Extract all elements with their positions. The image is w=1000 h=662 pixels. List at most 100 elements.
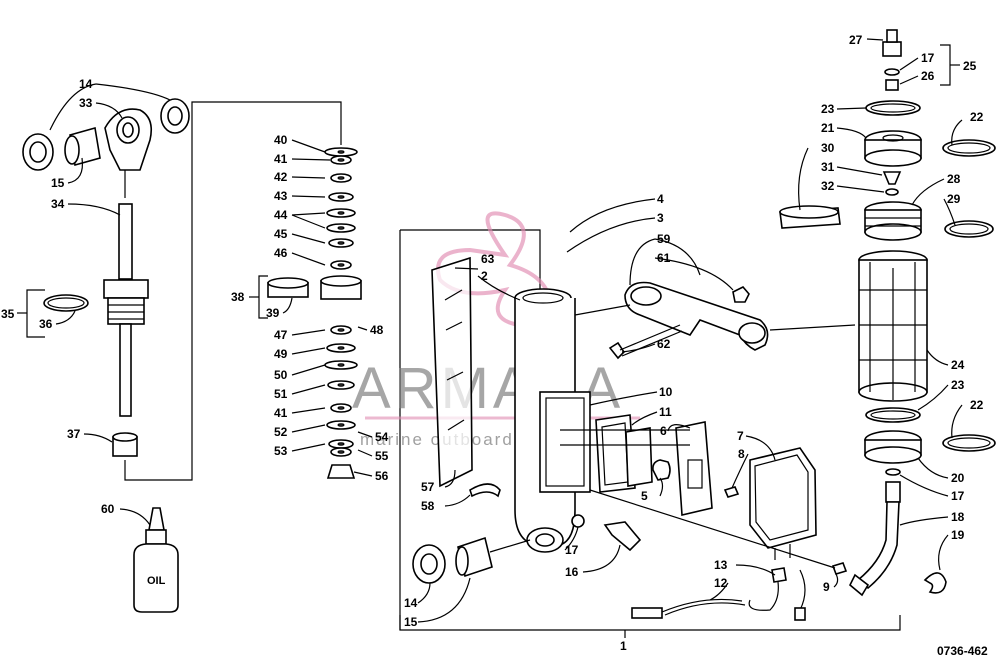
callout-38: 38 (231, 290, 245, 304)
callout-24: 24 (951, 358, 965, 372)
callout-17-bottom: 17 (951, 489, 965, 503)
callout-40: 40 (274, 133, 288, 147)
callout-33: 33 (79, 96, 93, 110)
callout-63: 63 (481, 252, 495, 266)
callout-58: 58 (421, 499, 435, 513)
shim-washer-hole (337, 346, 345, 350)
valve-stack (324, 147, 358, 457)
callout-27: 27 (849, 33, 863, 47)
shim-washer-hole (337, 406, 345, 410)
callout-43: 43 (274, 189, 288, 203)
callout-17: 17 (565, 543, 579, 557)
callout-39: 39 (266, 306, 280, 320)
callout-50: 50 (274, 368, 288, 382)
callout-11: 11 (659, 405, 672, 419)
callout-7: 7 (737, 429, 744, 443)
lower-fittings (412, 483, 642, 584)
callout-18: 18 (951, 510, 965, 524)
shim-washer-hole (337, 328, 345, 332)
callout-14-lower: 14 (404, 596, 418, 610)
callout-36: 36 (39, 317, 53, 331)
callout-17-top: 17 (921, 51, 935, 65)
callout-20: 20 (951, 471, 965, 485)
bottle-label: OIL (147, 575, 166, 587)
callout-34: 34 (51, 197, 65, 211)
shim-washer-hole (337, 150, 345, 154)
callout-21: 21 (821, 121, 835, 135)
clamp-bracket (574, 281, 856, 360)
valve-piston (267, 275, 362, 479)
callout-28: 28 (947, 172, 961, 186)
callout-labels: 14 33 15 34 35 36 37 60 40 41 42 43 44 4… (1, 33, 984, 653)
shim-washer-hole (337, 241, 345, 245)
shim-washer-hole (337, 195, 345, 199)
callout-54: 54 (375, 430, 389, 444)
shim-washer-hole (337, 450, 345, 454)
oil-bottle: OIL (133, 507, 179, 613)
shim-washer-hole (337, 176, 345, 180)
callout-44: 44 (274, 208, 288, 222)
callout-15: 15 (51, 176, 65, 190)
callout-14: 14 (79, 77, 93, 91)
callout-19: 19 (951, 528, 965, 542)
main-housing (514, 288, 591, 553)
callout-32: 32 (821, 179, 835, 193)
callout-8: 8 (738, 447, 745, 461)
shim-washer-hole (337, 363, 345, 367)
callout-31: 31 (821, 160, 835, 174)
callout-26: 26 (921, 69, 935, 83)
shim-washer-hole (337, 211, 345, 215)
shim-washer-hole (337, 442, 345, 446)
wiring-harness (631, 567, 806, 621)
callout-30: 30 (821, 141, 835, 155)
callout-1: 1 (620, 639, 627, 653)
decal-sticker (431, 256, 473, 488)
callout-16: 16 (565, 565, 579, 579)
callout-15-lower: 15 (404, 615, 418, 629)
callout-6: 6 (660, 424, 667, 438)
callout-2: 2 (481, 269, 488, 283)
callout-12: 12 (714, 576, 728, 590)
callout-52: 52 (274, 425, 288, 439)
callout-5: 5 (641, 489, 648, 503)
callout-41: 41 (274, 152, 288, 166)
callout-22: 22 (970, 110, 984, 124)
callout-60: 60 (101, 502, 115, 516)
callout-35: 35 (1, 307, 15, 321)
callout-48: 48 (370, 323, 384, 337)
callout-57: 57 (421, 480, 435, 494)
diagram-reference-number: 0736-462 (937, 644, 988, 658)
callout-49: 49 (274, 347, 288, 361)
group-brackets (17, 44, 960, 638)
callout-29: 29 (947, 192, 961, 206)
watermark-logo: ARMADA marine outboards (352, 211, 640, 449)
gaskets-covers (560, 414, 848, 575)
shim-washer-hole (337, 383, 345, 387)
callout-10: 10 (659, 385, 673, 399)
callout-46: 46 (274, 246, 288, 260)
callout-25: 25 (963, 59, 977, 73)
callout-51: 51 (274, 387, 288, 401)
shim-washer-hole (337, 226, 345, 230)
callout-59: 59 (657, 232, 671, 246)
callout-9: 9 (823, 580, 830, 594)
callout-22-lower: 22 (970, 398, 984, 412)
callout-62: 62 (657, 337, 671, 351)
callout-42: 42 (274, 170, 288, 184)
reservoir-group (779, 29, 996, 597)
callout-47: 47 (274, 328, 288, 342)
callout-4: 4 (657, 192, 664, 206)
callout-55: 55 (375, 449, 389, 463)
callout-41-lower: 41 (274, 406, 288, 420)
callout-13: 13 (714, 558, 728, 572)
callout-53: 53 (274, 444, 288, 458)
shaft-assembly (22, 98, 190, 457)
callout-45: 45 (274, 227, 288, 241)
callout-3: 3 (657, 211, 664, 225)
shim-washer-hole (337, 423, 345, 427)
callout-37: 37 (67, 427, 81, 441)
leader-lines (49, 38, 963, 623)
shim-washer-hole (337, 263, 345, 267)
shim-washer-hole (337, 158, 345, 162)
